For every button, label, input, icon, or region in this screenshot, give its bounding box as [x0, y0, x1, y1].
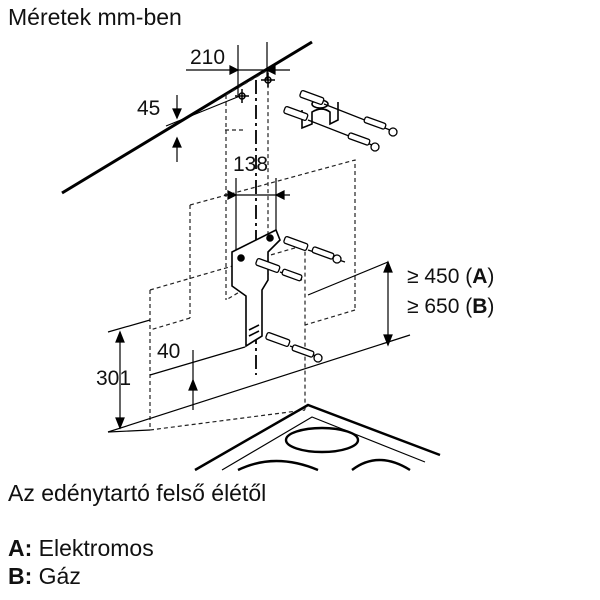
dimension-40: 40 [157, 340, 181, 363]
legend-item-gas: B: Gáz [8, 563, 81, 590]
dimension-301: 301 [96, 367, 132, 390]
clearance-gas-prefix: ≥ 650 ( [407, 295, 473, 318]
diagram-title: Méretek mm-ben [8, 4, 182, 30]
burner-back [284, 426, 360, 454]
worktop-edge [107, 334, 411, 433]
dimension-210: 210 [190, 46, 226, 69]
dimension-138: 138 [233, 153, 269, 176]
burner-front-left [237, 459, 319, 472]
clearance-gas-key: B [472, 295, 488, 318]
clearance-gas-suffix: ) [487, 295, 495, 318]
legend-key-b: B: [8, 563, 33, 589]
wall-bracket [231, 228, 281, 348]
dimension-45: 45 [137, 97, 161, 120]
dimension-45-lines [165, 95, 241, 162]
measurement-note: Az edénytartó felső élétől [8, 480, 267, 506]
clearance-dimension-lines [307, 260, 393, 347]
cooktop [194, 403, 441, 472]
clearance-gas: ≥ 650 (B) [407, 295, 494, 319]
legend-label-electric: Elektromos [38, 535, 154, 561]
burner-front-right [351, 458, 411, 472]
clearance-electric-key: A [472, 265, 488, 288]
legend-item-electric: A: Elektromos [8, 535, 154, 562]
clearance-electric-prefix: ≥ 450 ( [407, 265, 473, 288]
dimension-40-lines [149, 346, 246, 410]
legend-label-gas: Gáz [38, 563, 81, 589]
clearance-electric: ≥ 450 (A) [407, 265, 494, 289]
dimension-210-lines [186, 42, 290, 95]
dimension-301-lines [107, 319, 151, 433]
ceiling-screw-marks [235, 73, 275, 103]
legend-key-a: A: [8, 535, 33, 561]
wall-plugs-and-screws [255, 89, 398, 363]
clearance-electric-suffix: ) [487, 265, 495, 288]
dimension-138-lines [224, 178, 290, 260]
